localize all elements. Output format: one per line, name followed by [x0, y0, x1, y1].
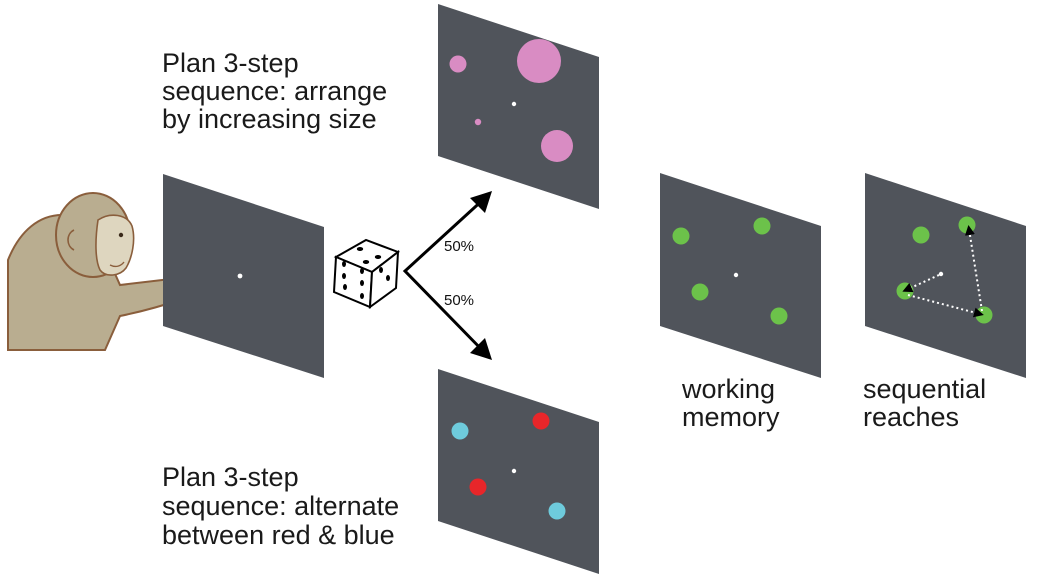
target-circle: [548, 502, 566, 520]
fixation-point: [511, 101, 517, 107]
target-circle: [532, 412, 550, 430]
fixation-point: [733, 272, 739, 278]
sequential-reaches-caption: sequential reaches: [863, 374, 994, 432]
working-memory-caption: working memory: [681, 374, 783, 432]
dice-icon: [332, 238, 401, 310]
target-circle: [541, 130, 573, 162]
fixation-point: [237, 273, 243, 279]
target-circle: [672, 227, 690, 245]
panel-background: [438, 369, 599, 574]
working-memory-panel: [660, 173, 821, 378]
target-circle: [896, 282, 914, 300]
top-plan-caption: Plan 3-step sequence: arrange by increas…: [162, 48, 395, 134]
start-screen-panel: [163, 174, 324, 378]
color-rule-panel: [438, 369, 599, 574]
monkey-icon: [7, 192, 234, 351]
size-rule-panel: [438, 4, 599, 209]
target-circle: [958, 216, 976, 234]
target-circle: [451, 422, 469, 440]
sequential-reaches-panel: [865, 173, 1026, 378]
monkey-face: [95, 214, 135, 276]
target-circle: [469, 478, 487, 496]
target-circle: [474, 118, 482, 126]
lower-probability-label: 50%: [444, 292, 474, 309]
target-circle: [770, 307, 788, 325]
target-circle: [691, 283, 709, 301]
monkey-mouth: [109, 261, 125, 268]
monkey-ear: [67, 229, 75, 251]
target-circle: [753, 217, 771, 235]
upper-arrowhead: [470, 191, 492, 213]
lower-arrowhead: [470, 338, 492, 360]
upper-probability-label: 50%: [444, 238, 474, 255]
fixation-point: [938, 271, 944, 277]
target-circle: [975, 306, 993, 324]
reach-path-1: [902, 274, 940, 293]
reach-path-3: [965, 225, 983, 312]
panel-background: [865, 173, 1026, 378]
fixation-point: [511, 468, 517, 474]
bottom-plan-caption: Plan 3-step sequence: alternate between …: [162, 462, 407, 550]
branch-lines: [402, 195, 488, 356]
panel-background: [438, 4, 599, 209]
target-circle: [912, 226, 930, 244]
panel-background: [163, 174, 324, 378]
monkey-eye: [118, 232, 124, 238]
branch-arrows: 50% 50%: [402, 191, 492, 360]
panel-background: [660, 173, 821, 378]
target-circle: [517, 39, 561, 83]
target-circle: [449, 55, 467, 73]
